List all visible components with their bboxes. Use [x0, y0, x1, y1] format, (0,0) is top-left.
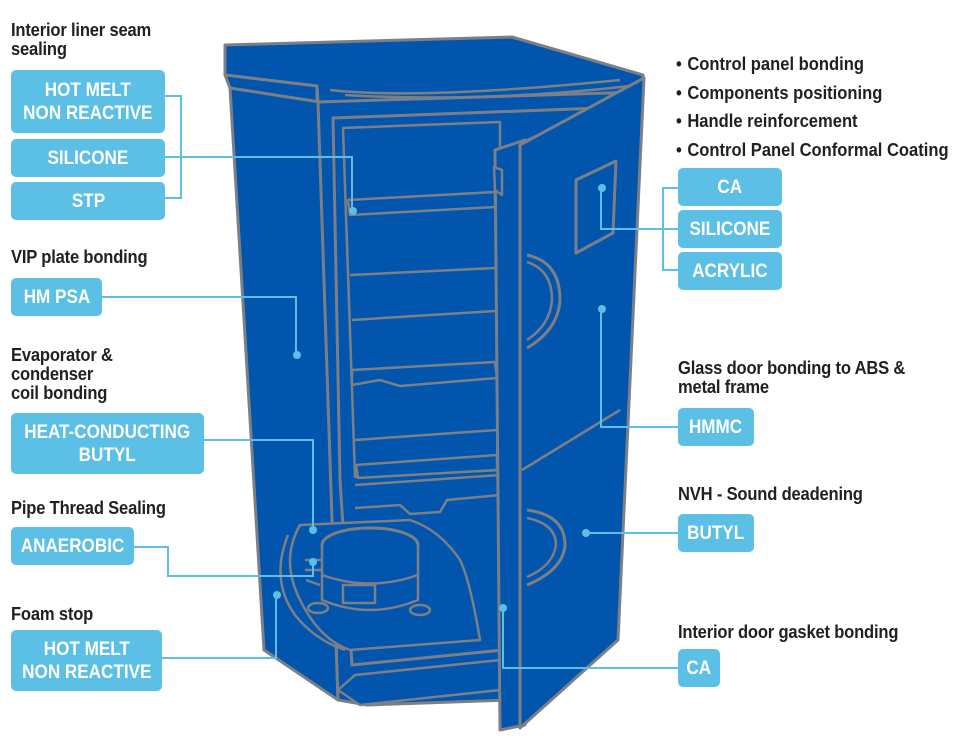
heading-gasket: Interior door gasket bonding: [678, 623, 898, 642]
tag-line: HOT MELT: [44, 79, 132, 101]
tag-line: ACRYLIC: [692, 260, 768, 282]
heading-line: condenser: [11, 364, 94, 384]
tag-ca-gasket: CA: [678, 649, 720, 687]
heading-line: metal frame: [678, 377, 769, 397]
tag-line: NON REACTIVE: [23, 102, 153, 124]
tag-line: CA: [686, 657, 712, 679]
tag-silicone-liner: SILICONE: [11, 139, 165, 177]
tag-butyl: BUTYL: [678, 514, 754, 552]
control-panel-bullets: Control panel bonding Components positio…: [676, 50, 972, 164]
heading-line: Interior door gasket bonding: [678, 622, 899, 642]
door-bin-lower: [526, 508, 567, 587]
tag-hmmc: HMMC: [678, 408, 754, 446]
anchor-dot-control-panel: [598, 184, 606, 192]
heading-liner-seam: Interior liner seam sealing: [11, 21, 151, 59]
heading-line: Interior liner seam: [11, 20, 152, 40]
heading-vip: VIP plate bonding: [11, 247, 148, 267]
connector-pipe-thread: [134, 546, 314, 577]
tag-line: HOT MELT: [43, 638, 130, 660]
door-bin-upper: [526, 253, 562, 350]
tag-line: CA: [717, 176, 743, 198]
anchor-dot-pipe-thread: [309, 558, 317, 566]
heading-pipe-thread: Pipe Thread Sealing: [11, 499, 166, 518]
tag-stp: STP: [11, 182, 165, 220]
heading-line: Glass door bonding to ABS &: [678, 358, 906, 378]
anchor-dot-evaporator: [309, 526, 317, 534]
tag-line: HM PSA: [23, 286, 90, 308]
heading-foam-stop: Foam stop: [11, 605, 93, 624]
bullet-item: Components positioning: [676, 79, 949, 108]
tag-hm-psa: HM PSA: [11, 278, 102, 316]
heading-line: Pipe Thread Sealing: [11, 498, 166, 518]
anchor-dot-glass-door: [598, 305, 606, 313]
heading-line: Foam stop: [11, 604, 94, 624]
drawer-1: [350, 360, 499, 388]
tag-line: HEAT-CONDUCTING: [24, 421, 191, 443]
tag-line: BUTYL: [687, 522, 745, 544]
anchor-dot-vip: [293, 351, 301, 359]
shelf-3: [351, 309, 496, 322]
heading-line: NVH - Sound deadening: [678, 484, 863, 504]
anchor-dot-gasket: [499, 604, 507, 612]
connector-control-panel: [600, 187, 678, 271]
heading-line: VIP plate bonding: [11, 247, 148, 267]
door-seam: [521, 408, 621, 472]
connector-vip: [102, 296, 297, 355]
tag-line: BUTYL: [78, 444, 136, 466]
bullet-item: Control panel bonding: [676, 50, 949, 79]
shelf-2: [349, 266, 496, 277]
tag-line: SILICONE: [689, 218, 771, 240]
heading-line: sealing: [11, 39, 67, 59]
anchor-dot-foam-stop: [273, 591, 281, 599]
bullet-item: Handle reinforcement: [676, 107, 949, 136]
inner-back: [341, 120, 502, 479]
tag-line: ANAEROBIC: [20, 535, 125, 557]
heading-glass-door: Glass door bonding to ABS & metal frame: [678, 359, 905, 397]
door-panel: [518, 76, 646, 730]
heading-line: Evaporator &: [11, 345, 113, 365]
connector-gasket: [502, 608, 678, 669]
anchor-dot-liner-seam: [349, 207, 357, 215]
tag-ca-control: CA: [678, 168, 782, 206]
tag-anaerobic: ANAEROBIC: [11, 527, 134, 565]
tag-line: NON REACTIVE: [21, 661, 152, 683]
tag-line: HMMC: [689, 416, 743, 438]
connector-glass-door: [600, 309, 678, 428]
heading-evaporator: Evaporator & condenser coil bonding: [11, 346, 113, 403]
connector-liner-seam: [165, 95, 353, 211]
connector-evaporator: [204, 439, 314, 530]
tag-silicone-control: SILICONE: [678, 210, 782, 248]
heading-nvh: NVH - Sound deadening: [678, 485, 863, 504]
tag-acrylic: ACRYLIC: [678, 252, 782, 290]
anchor-dot-nvh: [582, 529, 590, 537]
bullet-item: Control Panel Conformal Coating: [676, 136, 948, 165]
tag-line: STP: [71, 190, 105, 212]
shelf-4: [354, 428, 498, 442]
heading-line: coil bonding: [11, 383, 108, 403]
tag-line: SILICONE: [47, 147, 129, 169]
connector-foam-stop: [162, 595, 277, 659]
